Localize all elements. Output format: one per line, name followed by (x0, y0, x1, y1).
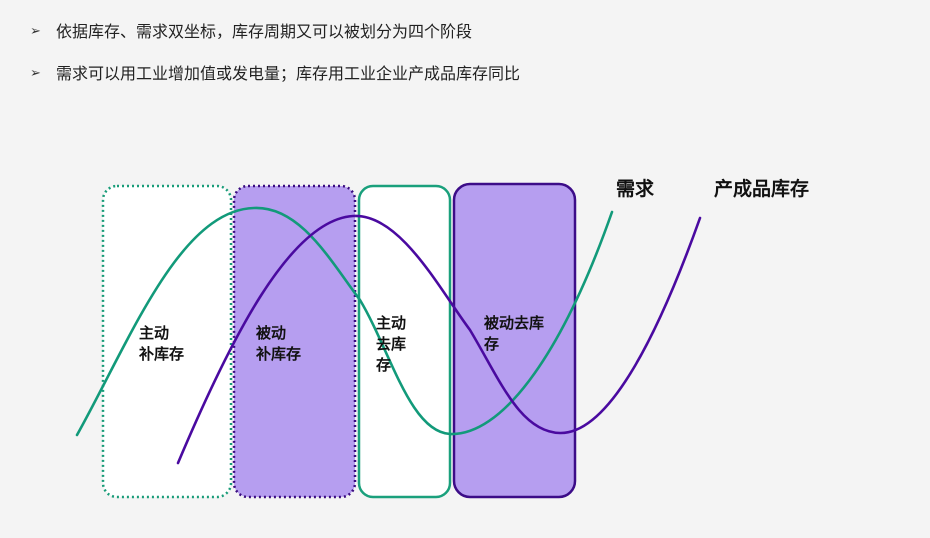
demand-curve (75, 206, 614, 437)
bullet-item-1: ➢ 依据库存、需求双坐标，库存周期又可以被划分为四个阶段 (30, 18, 520, 46)
stage-box-active-destock (357, 184, 452, 499)
inventory-curve (176, 214, 702, 465)
arrow-bullet-icon: ➢ (30, 66, 41, 81)
bullet-list: ➢ 依据库存、需求双坐标，库存周期又可以被划分为四个阶段 ➢ 需求可以用工业增加… (30, 18, 520, 102)
stage-label-line: 存 (376, 356, 392, 374)
stage-label-line: 主动 (139, 324, 170, 342)
bullet-text-1: 依据库存、需求双坐标，库存周期又可以被划分为四个阶段 (56, 22, 473, 41)
stage-label-line: 补库存 (139, 345, 185, 363)
legend-demand-label: 需求 (616, 178, 655, 200)
bullet-text-2: 需求可以用工业增加值或发电量；库存用工业企业产成品库存同比 (56, 64, 521, 83)
stage-label-active-destock: 主动 去库 存 (376, 313, 406, 376)
stage-label-line: 补库存 (256, 345, 302, 363)
legend-inventory-label: 产成品库存 (714, 178, 810, 200)
stage-label-line: 去库 (376, 335, 407, 353)
stage-label-line: 存 (484, 335, 500, 353)
stage-label-passive-restock: 被动 补库存 (256, 323, 301, 365)
stage-box-passive-destock (452, 182, 577, 499)
stage-label-passive-destock: 被动去库 存 (484, 313, 544, 355)
stage-label-line: 被动 (256, 324, 287, 342)
stage-label-line: 主动 (376, 314, 407, 332)
stage-label-active-restock: 主动 补库存 (139, 323, 184, 365)
stage-box-active-restock (101, 184, 233, 499)
stage-label-line: 被动去库 (484, 314, 545, 332)
bullet-item-2: ➢ 需求可以用工业增加值或发电量；库存用工业企业产成品库存同比 (30, 60, 520, 88)
arrow-bullet-icon: ➢ (30, 24, 41, 39)
